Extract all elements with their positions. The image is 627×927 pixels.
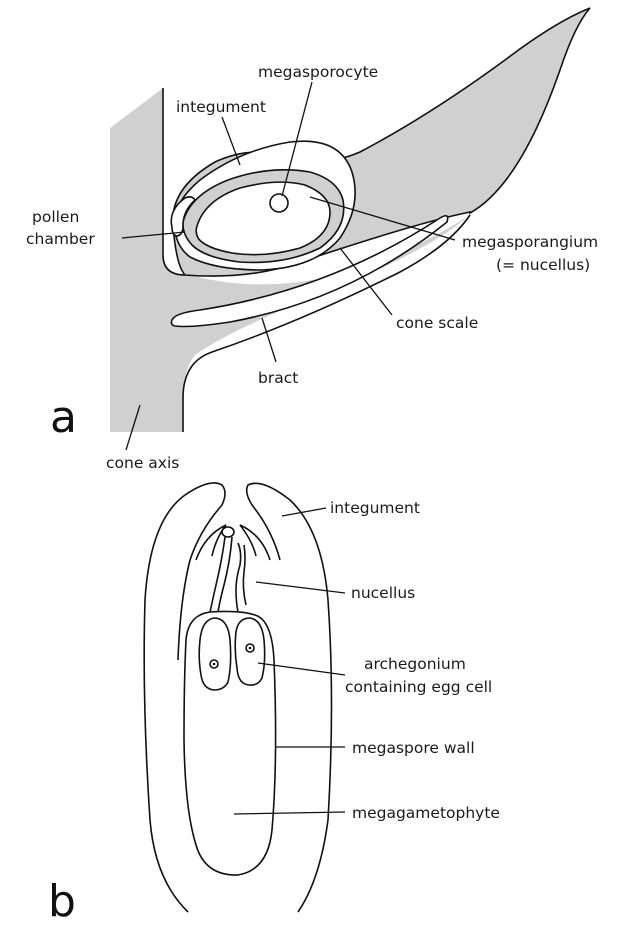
leader-bract bbox=[262, 318, 276, 362]
pollen-tube-right bbox=[236, 543, 246, 612]
label-cone-scale: cone scale bbox=[396, 314, 478, 332]
label-b-nucellus: nucellus bbox=[351, 584, 415, 602]
panel-letter-b: b bbox=[48, 876, 76, 927]
label-pollen-line1: pollen bbox=[32, 208, 79, 226]
label-bract: bract bbox=[258, 369, 298, 387]
label-integument: integument bbox=[176, 98, 266, 116]
label-b-megaspore-wall: megaspore wall bbox=[352, 739, 475, 757]
label-b-integument: integument bbox=[330, 499, 420, 517]
panel-a: megasporocyte integument pollen chamber … bbox=[26, 8, 598, 472]
megasporocyte-cell bbox=[270, 194, 288, 212]
leader-b-integument bbox=[282, 508, 326, 516]
label-b-archegonium-line1: archegonium bbox=[364, 655, 466, 673]
label-cone-axis: cone axis bbox=[106, 454, 179, 472]
label-b-megagametophyte: megagametophyte bbox=[352, 804, 500, 822]
archegonium-left bbox=[199, 618, 230, 690]
panel-letter-a: a bbox=[50, 392, 77, 443]
label-megasporangium-line2: (= nucellus) bbox=[496, 256, 590, 274]
leader-b-nucellus bbox=[256, 582, 345, 593]
pollen-grain bbox=[222, 527, 234, 537]
panel-b: integument nucellus archegonium containi… bbox=[48, 483, 500, 927]
label-b-archegonium-line2: containing egg cell bbox=[345, 678, 492, 696]
label-megasporocyte: megasporocyte bbox=[258, 63, 378, 81]
egg-nucleus-right bbox=[249, 647, 252, 650]
label-megasporangium-line1: megasporangium bbox=[462, 233, 598, 251]
label-pollen-line2: chamber bbox=[26, 230, 95, 248]
egg-nucleus-left bbox=[213, 663, 216, 666]
